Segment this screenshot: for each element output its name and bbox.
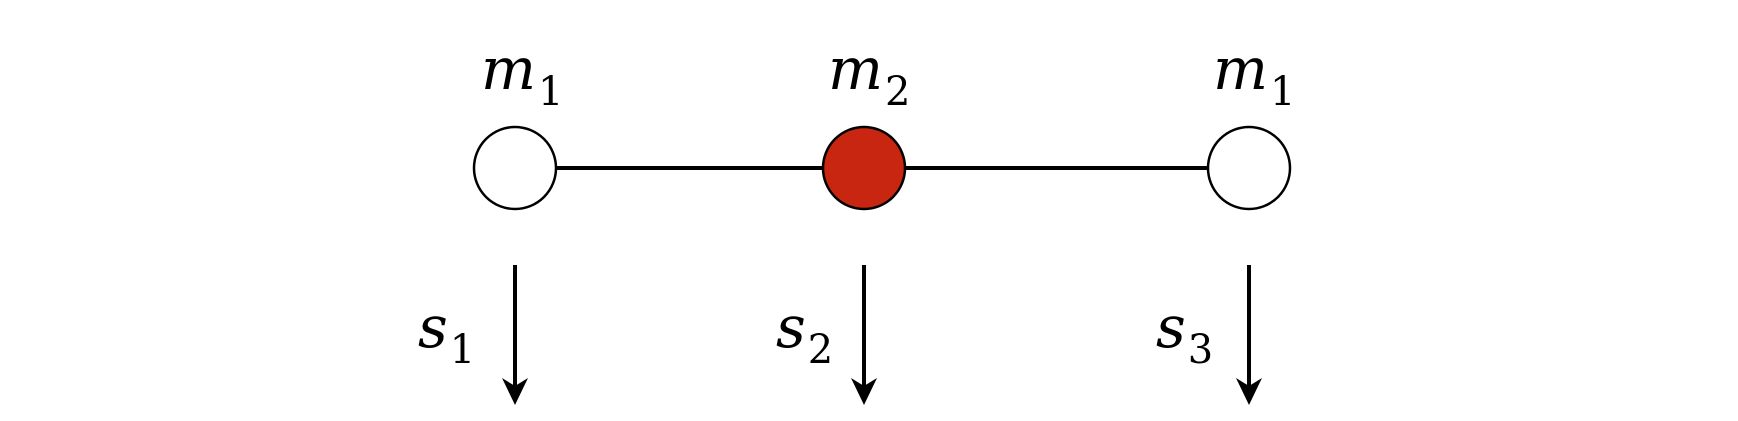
- mass-subscript: 1: [538, 69, 564, 115]
- displacement-symbol: s: [776, 293, 806, 361]
- displacement-subscript: 1: [449, 327, 476, 373]
- arrow-1: [502, 265, 528, 405]
- arrow-2: [851, 265, 877, 405]
- mass-subscript: 2: [885, 69, 911, 115]
- displacement-symbol: s: [1156, 293, 1186, 361]
- mass-symbol: m: [828, 35, 883, 103]
- mass-label-2: m2: [828, 40, 910, 112]
- mass-1: [472, 125, 558, 211]
- mass-3: [1206, 125, 1292, 211]
- mass-subscript: 1: [1270, 69, 1296, 115]
- mass-symbol: m: [481, 35, 536, 103]
- displacement-label-1: s1: [418, 298, 475, 370]
- displacement-subscript: 3: [1187, 327, 1214, 373]
- displacement-label-3: s3: [1156, 298, 1213, 370]
- mass-label-1: m1: [481, 40, 563, 112]
- arrow-3: [1236, 265, 1262, 405]
- displacement-label-2: s2: [776, 298, 833, 370]
- displacement-symbol: s: [418, 293, 448, 361]
- displacement-subscript: 2: [807, 327, 834, 373]
- mass-symbol: m: [1213, 35, 1268, 103]
- mass-2: [821, 125, 907, 211]
- mass-label-3: m1: [1213, 40, 1295, 112]
